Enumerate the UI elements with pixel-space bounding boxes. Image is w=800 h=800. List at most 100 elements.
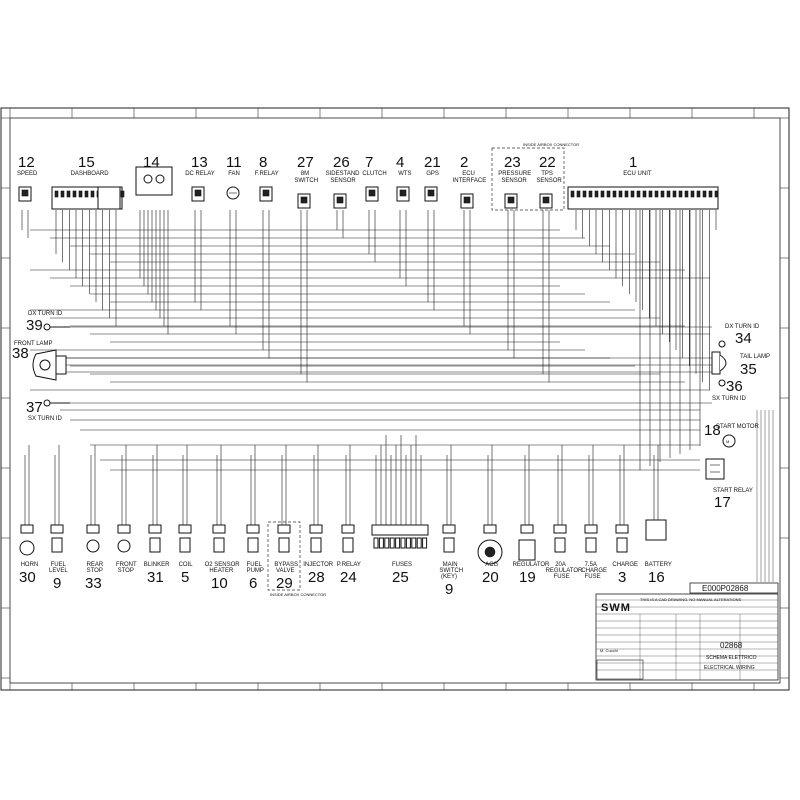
component-label: O2 SENSOR bbox=[205, 562, 241, 568]
component-label: HORN bbox=[21, 562, 39, 568]
connector-pin bbox=[618, 190, 623, 198]
connector-pin bbox=[696, 190, 701, 198]
device-icon bbox=[443, 537, 455, 553]
connector-body bbox=[148, 524, 162, 534]
component-number: 13 bbox=[191, 154, 208, 171]
front-lamp-icon bbox=[32, 349, 67, 381]
device-icon bbox=[616, 537, 628, 553]
component-number: 16 bbox=[648, 569, 665, 586]
component-label: FUSE bbox=[554, 574, 570, 580]
component-label: PUMP bbox=[247, 568, 264, 574]
comp-36-label: SX TURN ID bbox=[712, 396, 747, 402]
component-label: 20A bbox=[555, 562, 566, 568]
component-number: 33 bbox=[85, 575, 102, 592]
connector-pin bbox=[660, 190, 665, 198]
component-label: HEATER bbox=[209, 568, 234, 574]
switch-body bbox=[135, 166, 173, 196]
component-number: 22 bbox=[539, 154, 556, 171]
device-icon bbox=[179, 537, 191, 553]
connector-pin bbox=[54, 190, 59, 198]
component-number: 31 bbox=[147, 569, 164, 586]
component-label: FUSES bbox=[392, 562, 412, 568]
top-components: 12SPEED15DASHBOARD14LH SWITCH13DC RELAY1… bbox=[17, 154, 719, 210]
component-number: 5 bbox=[181, 569, 189, 586]
component-number: 2 bbox=[460, 154, 468, 171]
title-english: ELECTRICAL WIRING bbox=[704, 665, 755, 671]
connector-pin bbox=[630, 190, 635, 198]
start-relay-icon bbox=[705, 458, 725, 480]
component-label: SIDESTAND bbox=[326, 171, 361, 177]
component-label: SENSOR bbox=[330, 178, 356, 184]
connector-pin bbox=[66, 190, 71, 198]
component-number: 30 bbox=[19, 569, 36, 586]
connector-pin bbox=[300, 196, 308, 204]
connector-pin bbox=[72, 190, 77, 198]
connector-body bbox=[97, 186, 121, 210]
device-icon bbox=[310, 537, 322, 553]
fuse bbox=[395, 537, 401, 549]
inner-frame bbox=[9, 117, 781, 684]
fuse bbox=[373, 537, 379, 549]
connector-pin bbox=[262, 189, 270, 197]
title-italian: SCHEMA ELETTRICO bbox=[706, 655, 757, 661]
connector-pin bbox=[576, 190, 581, 198]
connector-body bbox=[442, 524, 456, 534]
component-number: 26 bbox=[333, 154, 350, 171]
comp-18-label: START MOTOR bbox=[716, 424, 760, 430]
connector-body bbox=[212, 524, 226, 534]
component-number: 1 bbox=[629, 154, 637, 171]
dx-turn-rear-icon bbox=[718, 340, 726, 348]
component-label: (KEY) bbox=[441, 574, 457, 580]
component-label: BLINKER bbox=[144, 562, 170, 568]
component-label: DASHBOARD bbox=[71, 171, 110, 177]
connector-pin bbox=[708, 190, 713, 198]
comp-35-number: 35 bbox=[740, 361, 757, 378]
connector-pin bbox=[60, 190, 65, 198]
component-number: 9 bbox=[445, 581, 453, 598]
connector-body bbox=[246, 524, 260, 534]
connector-body bbox=[309, 524, 323, 534]
component-label: FUEL bbox=[51, 562, 67, 568]
connector-pin bbox=[120, 190, 125, 198]
comp-39-number: 39 bbox=[26, 317, 43, 334]
component-number: 11 bbox=[226, 154, 242, 171]
connector-pin bbox=[507, 196, 515, 204]
component-label: FUEL bbox=[247, 562, 263, 568]
component-label: VALVE bbox=[276, 568, 294, 574]
component-label: REAR bbox=[87, 562, 104, 568]
fuse bbox=[422, 537, 428, 549]
device-icon bbox=[247, 537, 259, 553]
connector-pin bbox=[588, 190, 593, 198]
sx-turn-rear-icon bbox=[718, 379, 726, 387]
component-label: COIL bbox=[179, 562, 194, 568]
component-label: ECU bbox=[462, 171, 475, 177]
component-label: CHARGE bbox=[581, 568, 607, 574]
connector-body bbox=[615, 524, 629, 534]
component-label: GPS bbox=[426, 171, 439, 177]
connector-body bbox=[86, 524, 100, 534]
connector-pin bbox=[427, 189, 435, 197]
component-label: STOP bbox=[87, 568, 103, 574]
connector-pin bbox=[78, 190, 83, 198]
connector-pin bbox=[594, 190, 599, 198]
connector-pin bbox=[642, 190, 647, 198]
connector-body bbox=[341, 524, 355, 534]
component-number: 21 bbox=[424, 154, 441, 171]
component-label: 7.5A bbox=[585, 562, 597, 568]
component-label: P.RELAY bbox=[337, 562, 361, 568]
connector-pin bbox=[654, 190, 659, 198]
connector-body bbox=[553, 524, 567, 534]
